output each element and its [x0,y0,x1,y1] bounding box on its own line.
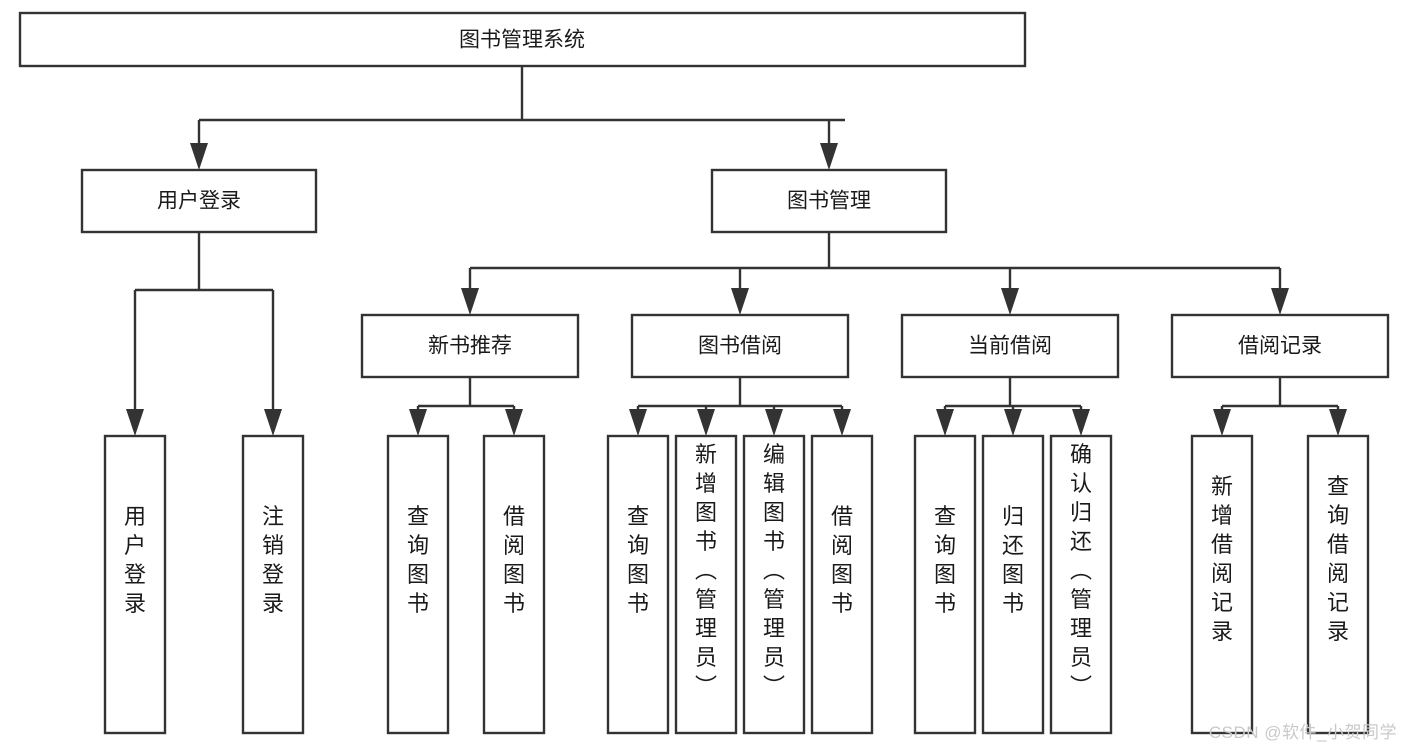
node-book-borrow-box[interactable] [630,313,850,379]
node-book-manage-label: 图书管理 [787,190,871,213]
node-book-manage-box[interactable] [710,168,948,234]
leaf-borrow-book-1-label: 借阅图书 [503,504,525,616]
node-root[interactable]: 图书管理系统 [18,11,1027,68]
arrowhead-leaf-query-book-1 [409,409,427,436]
arrowhead-leaf-confirm-return [1072,409,1090,436]
node-new-book-recommend-label: 新书推荐 [428,335,512,358]
connector-layer [126,66,1347,436]
leaf-return-book-box[interactable] [981,434,1045,735]
leaf-user-login-label: 用户登录 [124,504,146,616]
arrowhead-leaf-add-book [697,409,715,436]
arrowhead-borrow-record [1271,288,1289,315]
node-user-login-label: 用户登录 [157,190,241,213]
leaf-query-book-3-box[interactable] [913,434,977,735]
leaf-query-book-2-label: 查询图书 [627,504,649,616]
leaf-query-record[interactable]: 查询借阅记录 [1306,434,1370,735]
leaf-query-record-label: 查询借阅记录 [1327,474,1349,644]
node-borrow-record-label: 借阅记录 [1238,335,1322,358]
leaf-edit-book-label: 编辑图书︵管理员︶ [763,442,785,699]
node-borrow-record-box[interactable] [1170,313,1390,379]
node-book-borrow-label: 图书借阅 [698,335,782,358]
arrowhead-leaf-logout [264,409,282,436]
leaf-return-book[interactable]: 归还图书 [981,434,1045,735]
node-current-borrow-label: 当前借阅 [968,335,1052,358]
arrowhead-leaf-query-book-3 [936,409,954,436]
node-user-login-box[interactable] [80,168,318,234]
leaf-edit-book[interactable]: 编辑图书︵管理员︶ [742,434,806,735]
arrowhead-leaf-query-book-2 [629,409,647,436]
leaf-user-login[interactable]: 用户登录 [103,434,167,735]
leaf-confirm-return-label: 确认归还︵管理员︶ [1070,442,1092,699]
leaf-borrow-book-2-label: 借阅图书 [831,504,853,616]
leaf-query-book-2[interactable]: 查询图书 [606,434,670,735]
arrowhead-book-borrow [731,288,749,315]
leaf-add-book[interactable]: 新增图书︵管理员︶ [674,434,738,735]
node-new-book-recommend[interactable]: 新书推荐 [360,313,580,379]
leaf-add-record[interactable]: 新增借阅记录 [1190,434,1254,735]
leaf-return-book-label: 归还图书 [1002,504,1024,616]
leaf-borrow-book-1[interactable]: 借阅图书 [482,434,546,735]
leaf-query-book-1[interactable]: 查询图书 [386,434,450,735]
leaf-add-record-box[interactable] [1190,434,1254,735]
node-root-label: 图书管理系统 [459,29,585,52]
leaf-add-book-box[interactable] [674,434,738,735]
node-book-manage[interactable]: 图书管理 [710,168,948,234]
leaf-borrow-book-2-box[interactable] [810,434,874,735]
leaf-user-login-box[interactable] [103,434,167,735]
arrowhead-book-manage [820,143,838,170]
leaf-query-book-1-box[interactable] [386,434,450,735]
arrowhead-leaf-borrow-book-2 [833,409,851,436]
arrowhead-leaf-user-login [126,409,144,436]
leaf-confirm-return[interactable]: 确认归还︵管理员︶ [1049,434,1113,735]
leaf-query-book-1-label: 查询图书 [407,504,429,616]
leaf-borrow-book-2[interactable]: 借阅图书 [810,434,874,735]
arrowhead-leaf-edit-book [765,409,783,436]
leaf-edit-book-box[interactable] [742,434,806,735]
arrowhead-user-login [190,143,208,170]
leaf-query-book-2-box[interactable] [606,434,670,735]
leaf-query-record-box[interactable] [1306,434,1370,735]
arrowhead-leaf-query-record [1329,409,1347,436]
leaf-logout-label: 注销登录 [262,504,284,616]
arrowhead-new-book-recommend [461,288,479,315]
node-current-borrow-box[interactable] [900,313,1120,379]
leaf-query-book-3[interactable]: 查询图书 [913,434,977,735]
node-borrow-record[interactable]: 借阅记录 [1170,313,1390,379]
leaf-add-book-label: 新增图书︵管理员︶ [695,442,717,699]
leaf-logout[interactable]: 注销登录 [241,434,305,735]
arrowhead-leaf-borrow-book-1 [505,409,523,436]
leaf-add-record-label: 新增借阅记录 [1211,474,1233,644]
arrowhead-current-borrow [1001,288,1019,315]
node-book-borrow[interactable]: 图书借阅 [630,313,850,379]
csdn-watermark: CSDN @软件_小贺同学 [1208,723,1397,742]
leaf-confirm-return-box[interactable] [1049,434,1113,735]
leaf-query-book-3-label: 查询图书 [934,504,956,616]
leaf-logout-box[interactable] [241,434,305,735]
node-user-login[interactable]: 用户登录 [80,168,318,234]
arrowhead-leaf-add-record [1213,409,1231,436]
node-new-book-recommend-box[interactable] [360,313,580,379]
node-current-borrow[interactable]: 当前借阅 [900,313,1120,379]
leaf-borrow-book-1-box[interactable] [482,434,546,735]
node-root-box[interactable] [18,11,1027,68]
arrowhead-leaf-return-book [1004,409,1022,436]
